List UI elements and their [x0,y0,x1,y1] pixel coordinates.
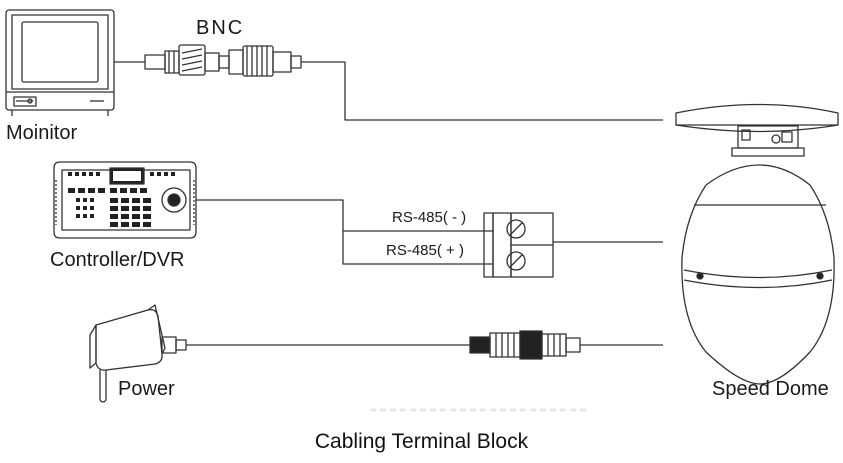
video-cable [301,61,663,121]
controller-dvr-icon [53,161,197,239]
bnc-connector-icon [114,44,302,77]
speed-dome-icon [675,103,839,385]
terminal-block-icon [483,212,554,278]
controller-label: Controller/DVR [50,249,185,271]
power-inline-connector-icon [469,330,581,360]
monitor-icon [5,9,115,116]
rs485-plus-label: RS-485( + ) [386,242,464,259]
monitor-label: Moinitor [6,122,78,144]
speed-dome-label: Speed Dome [712,378,829,400]
rs485-cable-plus [342,231,493,265]
bnc-label: BNC [196,17,245,39]
rs485-minus-label: RS-485( - ) [392,209,467,226]
diagram-caption: Cabling Terminal Block [314,430,529,453]
power-label: Power [118,378,175,400]
rs485-cable-minus [196,199,493,232]
power-adapter-icon [89,304,187,403]
